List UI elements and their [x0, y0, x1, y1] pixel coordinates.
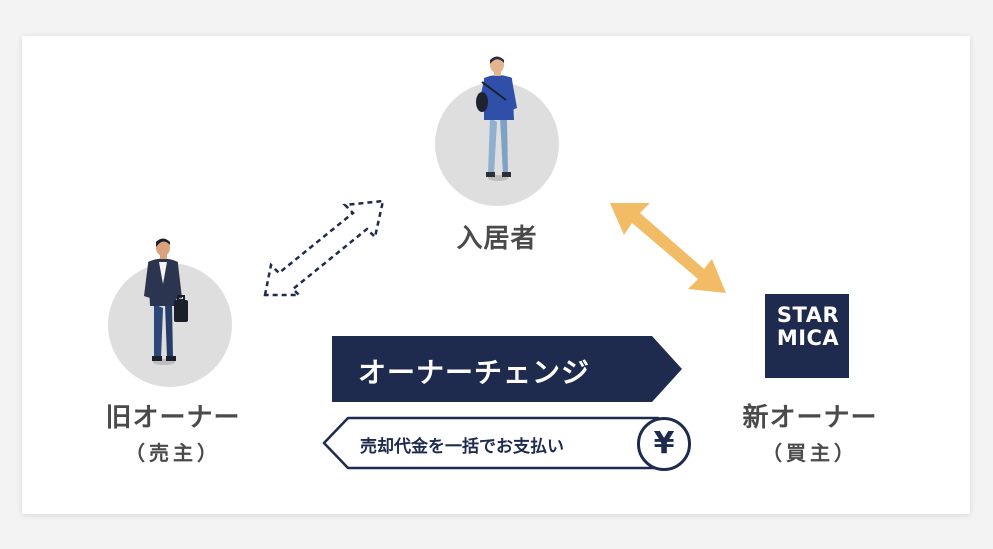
yen-icon: ¥ [637, 417, 691, 471]
person-tenant-icon [476, 56, 517, 181]
orange-double-arrow-icon [610, 203, 726, 293]
logo-line-2: MICA [776, 326, 840, 350]
person-seller-icon [144, 238, 188, 365]
starmica-logo: STAR MICA [765, 294, 849, 378]
old-owner-sub-label: （売主） [125, 441, 221, 465]
new-owner-sub-label: （買主） [762, 441, 858, 465]
dashed-double-arrow-icon [263, 199, 385, 297]
old-owner-label: 旧オーナー [105, 403, 241, 433]
owner-change-text: オーナーチェンジ [358, 356, 591, 389]
tenant-label: 入居者 [456, 224, 538, 254]
payment-text: 売却代金を一括でお支払い [360, 437, 564, 457]
owner-change-banner [332, 336, 682, 402]
logo-line-1: STAR [776, 303, 840, 327]
new-owner-label: 新オーナー [742, 403, 878, 433]
